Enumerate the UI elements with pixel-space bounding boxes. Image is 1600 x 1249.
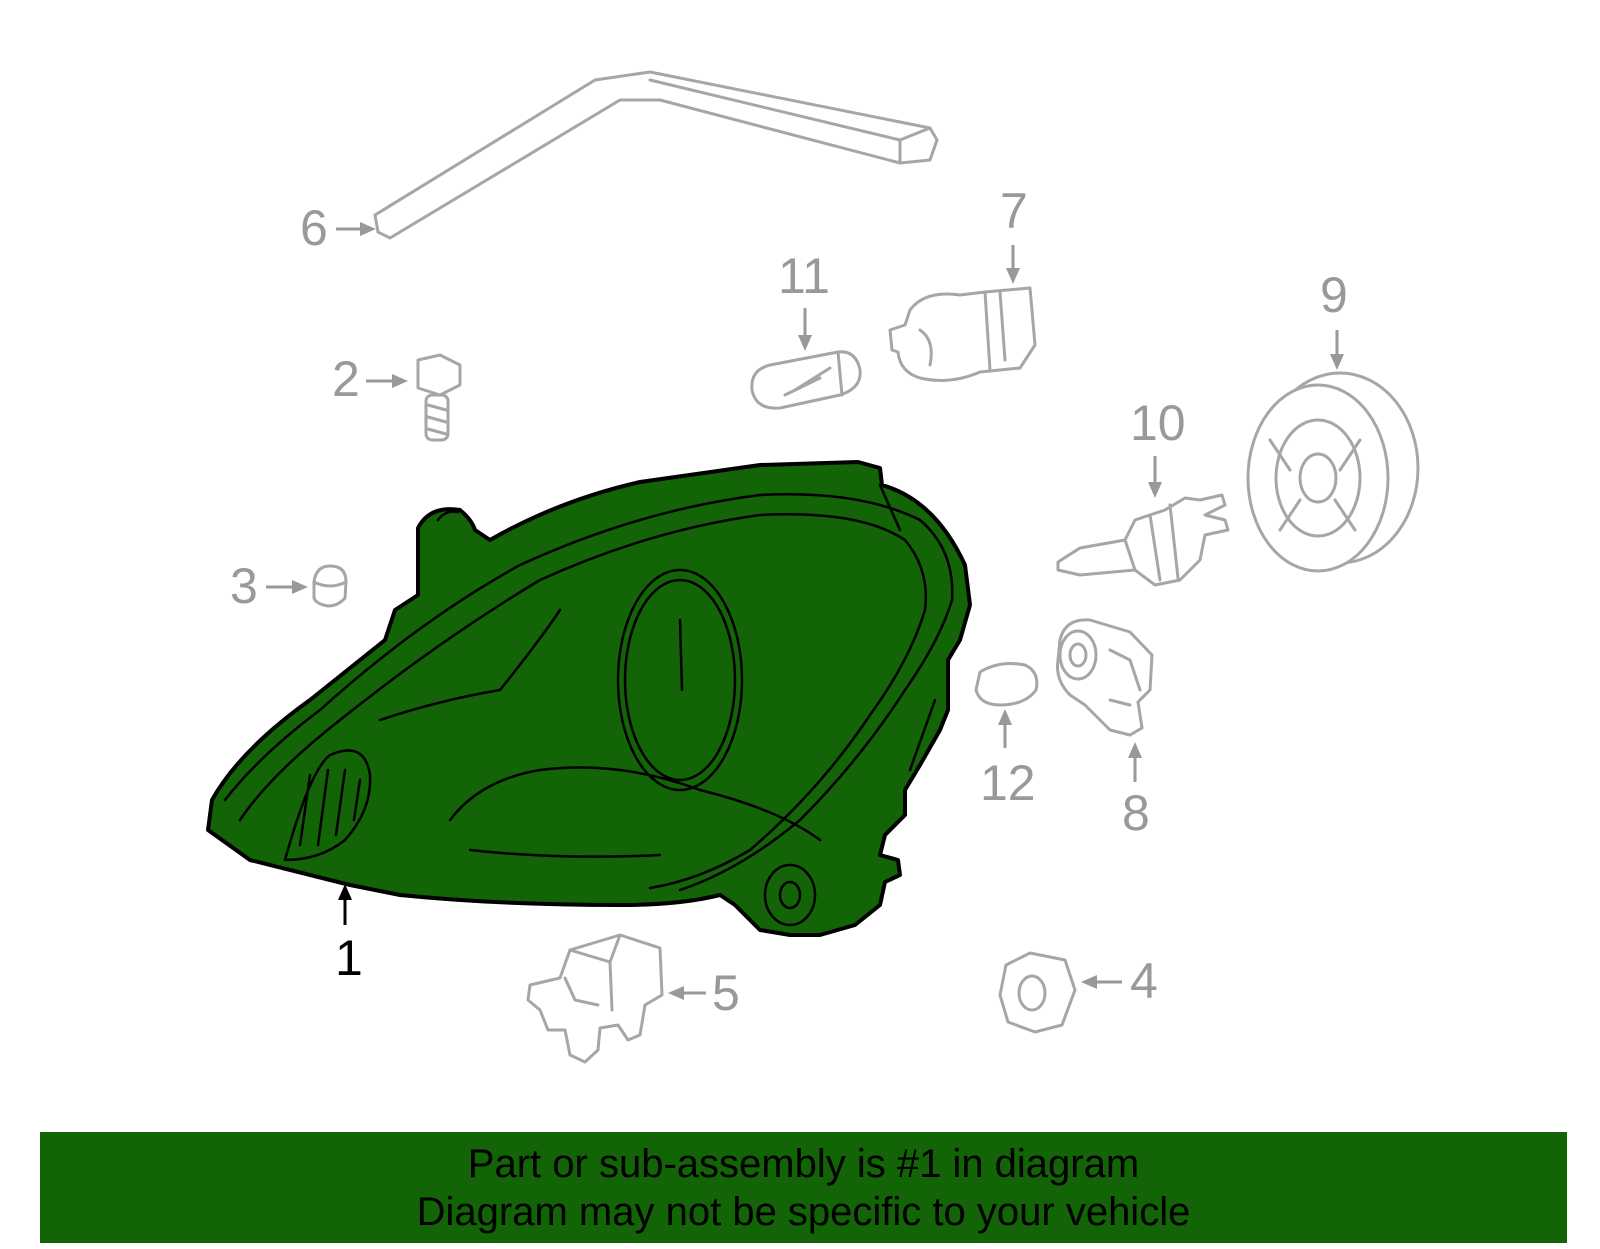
svg-text:11: 11 xyxy=(778,248,830,304)
svg-text:7: 7 xyxy=(1000,183,1028,239)
part-12-cap[interactable] xyxy=(974,662,1039,707)
part-6-trim-strip[interactable] xyxy=(373,70,939,240)
part-4-nut[interactable] xyxy=(998,951,1077,1034)
callout-12: 12 xyxy=(980,709,1036,811)
svg-text:9: 9 xyxy=(1320,267,1348,323)
callout-8: 8 xyxy=(1122,742,1150,841)
part-7-bulb-socket[interactable] xyxy=(888,286,1037,382)
svg-text:10: 10 xyxy=(1130,395,1186,451)
callout-10: 10 xyxy=(1130,395,1186,498)
svg-text:12: 12 xyxy=(980,755,1036,811)
part-3-clip[interactable] xyxy=(312,564,348,608)
svg-text:5: 5 xyxy=(712,965,740,1021)
svg-text:3: 3 xyxy=(230,558,258,614)
callout-9: 9 xyxy=(1320,267,1348,370)
callout-3: 3 xyxy=(230,558,308,614)
banner-line-2: Diagram may not be specific to your vehi… xyxy=(416,1189,1191,1234)
callout-11: 11 xyxy=(778,248,830,351)
callout-4: 4 xyxy=(1081,953,1158,1009)
svg-text:1: 1 xyxy=(335,930,363,986)
part-1-headlamp-assembly[interactable] xyxy=(206,460,972,937)
svg-text:2: 2 xyxy=(332,351,360,407)
svg-text:4: 4 xyxy=(1130,953,1158,1009)
svg-text:8: 8 xyxy=(1122,785,1150,841)
info-banner: Part or sub-assembly is #1 in diagram Di… xyxy=(40,1132,1567,1243)
callout-2: 2 xyxy=(332,351,408,407)
part-11-wedge-bulb[interactable] xyxy=(750,350,862,410)
svg-text:6: 6 xyxy=(300,200,328,256)
part-5-bracket[interactable] xyxy=(526,933,664,1064)
callout-5: 5 xyxy=(668,965,740,1021)
banner-line-1: Part or sub-assembly is #1 in diagram xyxy=(467,1141,1140,1186)
part-10-halogen-bulb[interactable] xyxy=(1056,493,1230,587)
part-9-dust-cover[interactable] xyxy=(1246,371,1420,573)
callout-6: 6 xyxy=(300,200,376,256)
part-2-bolt[interactable] xyxy=(416,353,462,442)
callout-1: 1 xyxy=(335,884,363,986)
part-8-socket[interactable] xyxy=(1056,618,1154,737)
callout-7: 7 xyxy=(1000,183,1028,284)
